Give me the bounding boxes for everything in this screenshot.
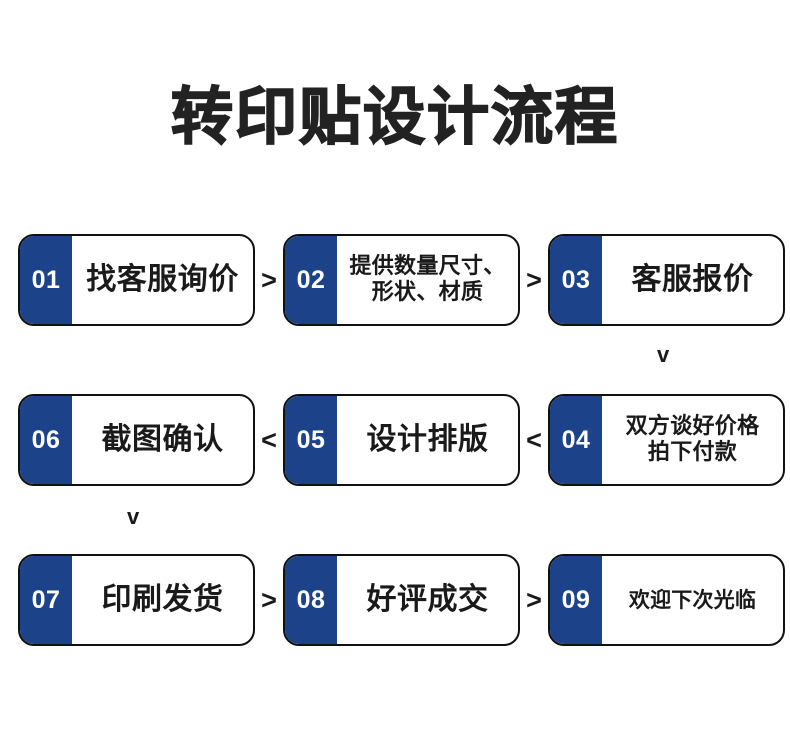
step-box-08[interactable]: 08 好评成交 — [283, 554, 520, 646]
step-label-08: 好评成交 — [366, 582, 489, 618]
step-box-05[interactable]: 05 设计排版 — [283, 394, 520, 486]
arrow-right-icon-07-08: > — [261, 584, 277, 615]
step-box-02[interactable]: 02 提供数量尺寸、 形状、材质 — [283, 234, 520, 326]
step-label-06: 截图确认 — [101, 422, 224, 458]
step-label-09: 欢迎下次光临 — [628, 587, 757, 612]
step-box-04[interactable]: 04 双方谈好价格 拍下付款 — [548, 394, 785, 486]
arrow-left-icon-04-05: < — [526, 424, 542, 455]
step-number-05: 05 — [285, 396, 337, 484]
step-label-07: 印刷发货 — [101, 582, 224, 618]
step-number-08: 08 — [285, 556, 337, 644]
step-number-03: 03 — [550, 236, 602, 324]
arrow-down-icon-06-07: v — [127, 504, 140, 529]
step-label-03: 客服报价 — [631, 262, 754, 298]
step-label-02: 提供数量尺寸、 形状、材质 — [349, 254, 506, 305]
step-label-04: 双方谈好价格 拍下付款 — [625, 414, 760, 465]
step-box-01[interactable]: 01 找客服询价 — [18, 234, 255, 326]
arrow-right-icon-02-03: > — [526, 264, 542, 295]
flow-row-2: 06 截图确认 < 05 设计排版 < 04 双方谈好价格 拍下付款 — [0, 392, 790, 488]
step-label-01: 找客服询价 — [86, 262, 239, 298]
step-number-04: 04 — [550, 396, 602, 484]
step-number-09: 09 — [550, 556, 602, 644]
step-label-05: 设计排版 — [366, 422, 489, 458]
page-title: 转印贴设计流程 — [170, 79, 619, 154]
arrow-right-icon-01-02: > — [261, 264, 277, 295]
arrow-right-icon-08-09: > — [526, 584, 542, 615]
flow-row-3: 07 印刷发货 > 08 好评成交 > 09 欢迎下次光临 — [0, 552, 790, 648]
flow-row-1: 01 找客服询价 > 02 提供数量尺寸、 形状、材质 > 03 客服报价 — [0, 232, 790, 328]
step-number-06: 06 — [20, 396, 72, 484]
arrow-left-icon-05-06: < — [261, 424, 277, 455]
step-number-07: 07 — [20, 556, 72, 644]
arrow-down-icon-03-04: v — [657, 342, 670, 367]
step-number-01: 01 — [20, 236, 72, 324]
step-box-07[interactable]: 07 印刷发货 — [18, 554, 255, 646]
step-box-03[interactable]: 03 客服报价 — [548, 234, 785, 326]
step-box-09[interactable]: 09 欢迎下次光临 — [548, 554, 785, 646]
step-box-06[interactable]: 06 截图确认 — [18, 394, 255, 486]
step-number-02: 02 — [285, 236, 337, 324]
